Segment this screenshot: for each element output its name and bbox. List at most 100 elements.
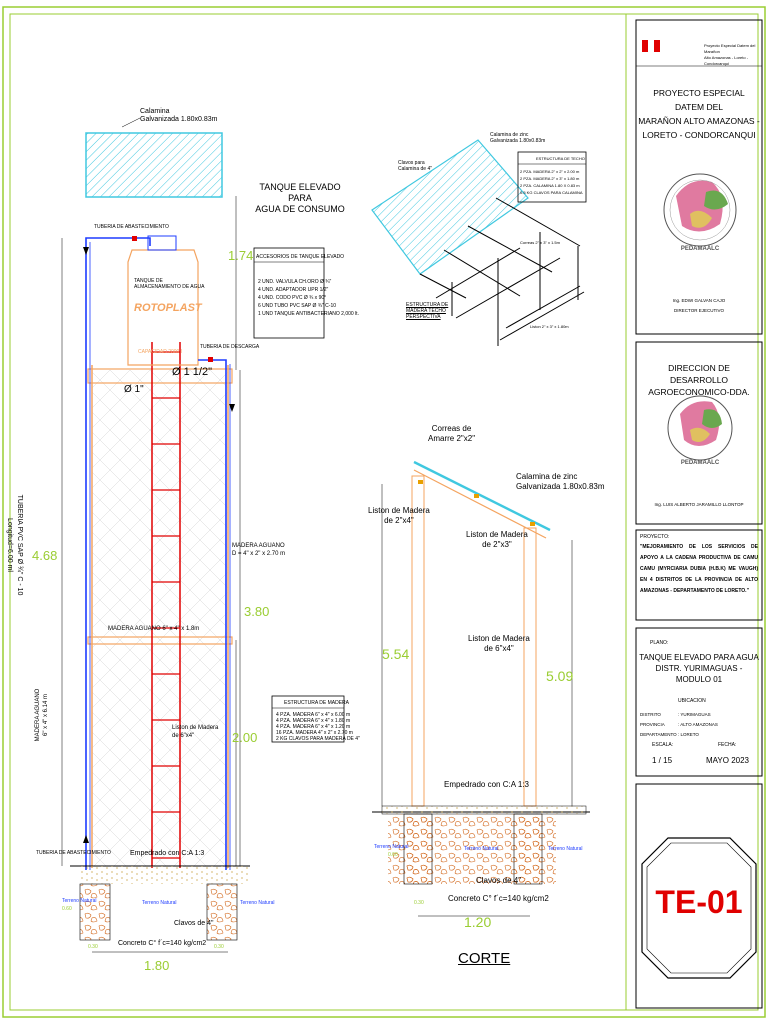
seal-1 [663, 173, 737, 247]
tb-seal-2-label: PEDAMAALC [680, 460, 720, 466]
tank-capacity: CAPACIDAD 2000 l [138, 349, 182, 355]
corte-liston-64: Liston de Madera de 6"x4" [468, 634, 530, 654]
diameter-big: Ø 1 1/2" [172, 366, 212, 378]
tb-distrito-key: DISTRITO [640, 712, 661, 717]
tb-direccion-line1: DIRECCION DE DESARROLLO [668, 363, 730, 385]
persp-clavos-label: Clavos para Calamina de 4" [398, 160, 432, 172]
tank-brand: ROTOPLAST [134, 302, 202, 314]
roof-label-line2: Galvanizada 1.80x0.83m [140, 116, 218, 123]
tb-escala-label: ESCALA: [652, 742, 674, 748]
tb-engineer: Ing. LUIS ALBERTO JARAMILLO LLONTOP [654, 502, 744, 507]
persp-liston-label: Liston 2" x 3" x 1.80m [530, 324, 569, 329]
corte-purlin-1 [418, 480, 423, 484]
flow-arrow-left [83, 247, 89, 255]
pvc-label-line2: Longitud=6.00 ml [6, 518, 13, 572]
accesorios-item: 1 UND TANQUE ANTIBACTERIANO 2,000 lt. [258, 311, 359, 317]
tb-project-name: PROYECTO ESPECIAL DATEM DEL MARAÑON ALTO… [638, 86, 760, 142]
corte-calamina-line1: Calamina de zinc [516, 472, 578, 481]
corte-post-right [523, 527, 537, 807]
roof-label: Calamina Galvanizada 1.80x0.83m [140, 108, 217, 124]
tb-logo-text: Proyecto Especial Datem del Marañon Alto… [704, 43, 768, 67]
mid-beam [87, 636, 233, 645]
corte-rafter [413, 469, 547, 539]
discharge-pipe-label: TUBERIA DE DESCARGA [200, 344, 260, 350]
tb-box-proyecto [635, 529, 763, 621]
depth-label: 0.60 [62, 906, 72, 912]
tb-provincia-row: PROVINCIA : ALTO AMAZONAS [640, 720, 718, 730]
corte-correas-line1: Correas de [431, 424, 472, 433]
gravel-bed [78, 866, 248, 884]
tb-plano-label: PLANO: [650, 640, 669, 646]
footing-right [206, 883, 238, 941]
corte-liston-23-line1: Liston de Madera [466, 530, 528, 539]
corte-correas-line2: Amarre 2"x2" [428, 434, 476, 443]
elevation-title-line1: TANQUE ELEVADO PARA [259, 182, 341, 203]
estructura-title: ESTRUCTURA DE MADERA [284, 700, 350, 706]
madera-post-label: MADERA AGUANO 6" x 4" x 6.14 m [34, 670, 50, 760]
pvc-label: TUBERIA PVC SAP Ø ¾" C - 10 Longitud=6.0… [4, 480, 24, 610]
sheet-code: TE-01 [655, 884, 743, 920]
dim-180: 1.80 [144, 958, 170, 973]
persp-structure-line1: ESTRUCTURA DE [406, 302, 449, 308]
corte-depth: 0.60 [388, 852, 398, 858]
tb-escala: 1 / 15 [652, 756, 673, 765]
tb-box-project [635, 19, 763, 335]
ladder-rungs [152, 351, 180, 859]
persp-calamina-line1: Calamina de zinc [490, 132, 529, 138]
tb-distrito-value: : YURIMAGUAS [678, 712, 711, 717]
persp-structure-line2: MADERA TECHO [406, 308, 446, 314]
corte-concreto-label: Concreto C° f´c=140 kg/cm2 [448, 894, 549, 903]
corte-calamina-label: Calamina de zinc Galvanizada 1.80x0.83m [516, 472, 605, 492]
tb-logo-text-line2: Alto Amazonas - Loreto - Condorcanqui [704, 55, 749, 66]
corte-footing-right [513, 813, 543, 885]
elevation-title-line2: AGUA DE CONSUMO [255, 204, 345, 214]
tb-provincia-value: : ALTO AMAZONAS [678, 722, 718, 727]
diameter-small: Ø 1" [124, 384, 144, 395]
accesorios-item: 6 UND TUBO PVC SAP Ø ¾" C-10 [258, 303, 337, 309]
accesorios-item: 4 UND. CODO PVC Ø ¾ x 90° [258, 295, 327, 301]
tank-lid [147, 235, 177, 251]
perspective-roof [371, 139, 529, 275]
tb-fecha-label: FECHA: [718, 742, 737, 748]
tb-fecha: MAYO 2023 [706, 756, 749, 765]
corte-dim-030: 0.30 [414, 900, 424, 906]
corte-empedrado-label: Empedrado con C:A 1:3 [444, 780, 529, 789]
corte-liston-24-line1: Liston de Madera [368, 506, 430, 515]
tb-depto-value: : LORETO [678, 732, 699, 737]
liston-line1: Liston de Madera [172, 725, 219, 731]
flow-arrow-right [229, 404, 235, 412]
tb-provincia-key: PROVINCIA [640, 722, 665, 727]
estructura-item: 4 PZA. MADERA 6" x 4" x 1.80 m [276, 718, 351, 724]
corte-terreno-mid: Terreno Natural [464, 846, 499, 852]
top-platform [87, 368, 233, 384]
supply-pipe [85, 237, 151, 870]
seal-2 [667, 395, 733, 461]
terreno-center: Terreno Natural [142, 900, 177, 906]
dim-030-right: 0.30 [214, 944, 224, 950]
sheet-code-octagon [641, 837, 757, 979]
persp-structure-line3: PERSPECTIVA [406, 314, 441, 320]
corte-dim-120: 1.20 [464, 914, 492, 930]
terreno-right: Terreno Natural [240, 900, 275, 906]
liston-line2: de 6"x4" [172, 733, 195, 739]
tb-direccion: DIRECCION DE DESARROLLO AGROECONOMICO-DD… [638, 362, 760, 398]
valve-top [132, 236, 137, 241]
liston-label: Liston de Madera de 6"x4" [172, 724, 218, 740]
supply-pipe-label: TUBERIA DE ABASTECIMIENTO [94, 224, 169, 230]
corte-liston-24: Liston de Madera de 2"x4" [368, 506, 430, 526]
tank-label: TANQUE DE ALMACENAMIENTO DE AGUA [134, 278, 204, 290]
corte-liston-64-line2: de 6"x4" [484, 644, 514, 653]
dimension-lines-elev [61, 196, 241, 953]
tb-project-line1: PROYECTO ESPECIAL DATEM DEL [653, 88, 745, 112]
techo-title: ESTRUCTURA DE TECHO [536, 156, 585, 161]
correa-label: Correas 2" x 3" x 1.5m [520, 240, 560, 245]
techo-item: 2 PZA. MADERA 2" x 3" x 1.80 m [520, 176, 580, 181]
tb-director-name: Ing. EDWI GALVAN CAJO [672, 298, 726, 303]
tb-proyecto-label: PROYECTO: [640, 534, 670, 540]
techo-item: 2 PZA. MADERA 2" x 2" x 2.00 m [520, 169, 580, 174]
perspective-frame [419, 197, 585, 346]
tb-location-grid: DISTRITO : YURIMAGUAS PROVINCIA : ALTO AMA… [640, 710, 718, 740]
corte-purlin-3 [530, 522, 535, 526]
estructura-list: 4 PZA. MADERA 6" x 4" x 6.00 m 4 PZA. MA… [276, 712, 360, 742]
tb-seal-1-label: PEDAMAALC [680, 246, 720, 252]
